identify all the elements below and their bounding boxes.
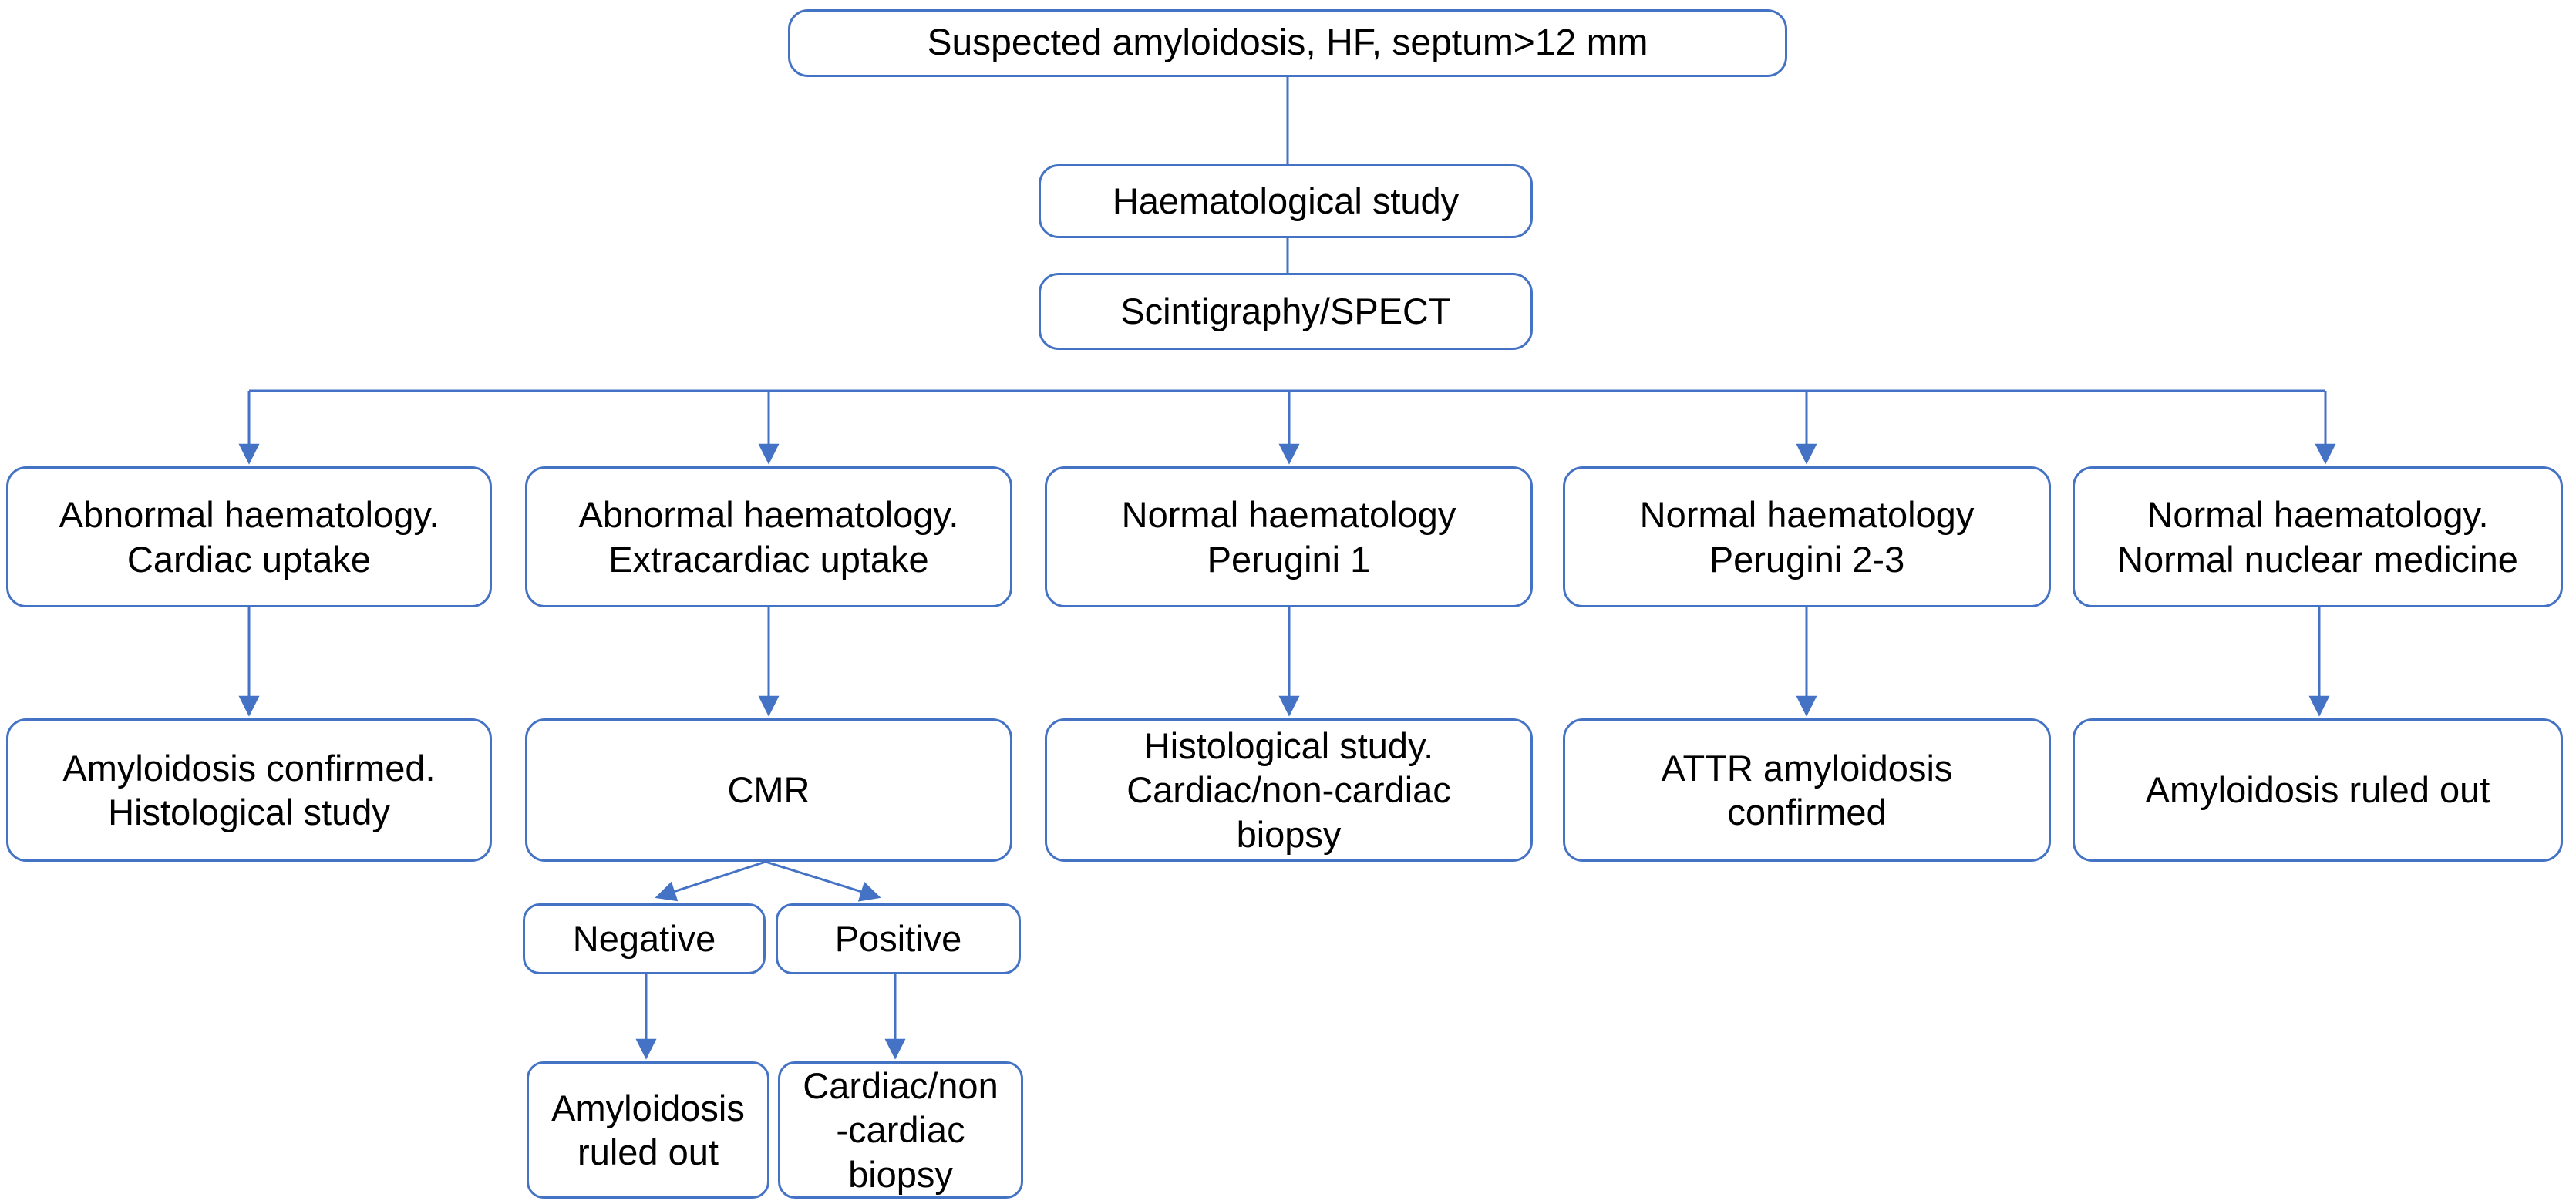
node-histological-study-biopsy: Histological study. Cardiac/non-cardiac …: [1045, 718, 1533, 862]
edge-cmr-to-negative: [655, 860, 766, 902]
node-amyloidosis-confirmed-histological-study: Amyloidosis confirmed. Histological stud…: [6, 718, 492, 862]
node-normal-haematology-perugini-1: Normal haematology Perugini 1: [1045, 466, 1533, 607]
node-cmr-negative-amyloidosis-ruled-out: Amyloidosis ruled out: [527, 1061, 769, 1199]
node-normal-haematology-perugini-2-3: Normal haematology Perugini 2-3: [1563, 466, 2051, 607]
node-cmr-negative: Negative: [523, 903, 766, 974]
node-amyloidosis-ruled-out: Amyloidosis ruled out: [2073, 718, 2563, 862]
node-scintigraphy-spect: Scintigraphy/SPECT: [1039, 273, 1533, 350]
node-attr-amyloidosis-confirmed: ATTR amyloidosis confirmed: [1563, 718, 2051, 862]
node-cmr: CMR: [525, 718, 1012, 862]
edge-cmr-to-positive: [765, 860, 881, 902]
node-haematological-study: Haematological study: [1039, 164, 1533, 238]
node-cmr-positive: Positive: [776, 903, 1021, 974]
node-normal-haematology-normal-nuclear-medicine: Normal haematology. Normal nuclear medic…: [2073, 466, 2563, 607]
node-abnormal-haematology-extracardiac-uptake: Abnormal haematology. Extracardiac uptak…: [525, 466, 1012, 607]
node-abnormal-haematology-cardiac-uptake: Abnormal haematology. Cardiac uptake: [6, 466, 492, 607]
node-cmr-positive-cardiac-noncardiac-biopsy: Cardiac/non -cardiac biopsy: [778, 1061, 1023, 1199]
node-suspected-amyloidosis: Suspected amyloidosis, HF, septum>12 mm: [788, 9, 1787, 77]
